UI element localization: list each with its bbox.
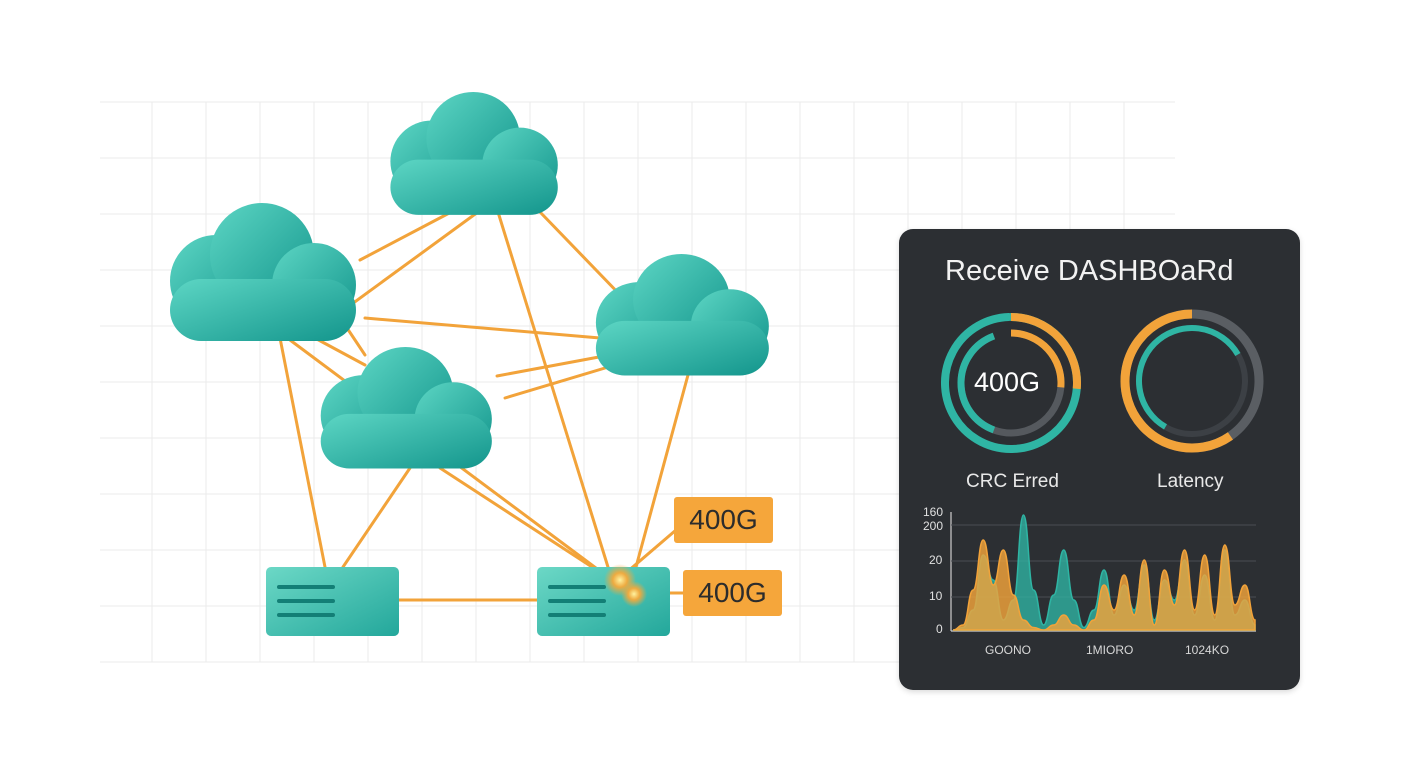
server-node [537, 567, 670, 636]
gauge-icon [941, 313, 1081, 453]
link-glow [621, 581, 647, 607]
server-node [266, 567, 399, 636]
bandwidth-tag: 400G [683, 570, 782, 616]
bandwidth-tag: 400G [674, 497, 773, 543]
receive-dashboard: Receive DASHBOaRd 400G CRC Erred Latency… [899, 229, 1300, 690]
cloud-node [170, 203, 356, 341]
gauge-value: 400G [974, 367, 1041, 397]
gauge-icon [1120, 309, 1264, 453]
cloud-node [390, 92, 558, 215]
y-tick-label: 10 [929, 589, 943, 603]
x-tick-label: 1MIORO [1086, 643, 1134, 657]
gauge-label: Latency [1157, 471, 1224, 492]
y-tick-label: 160 [923, 505, 944, 519]
dashboard-title: Receive DASHBOaRd [945, 255, 1234, 287]
y-tick-label: 0 [936, 622, 943, 636]
cloud-node [595, 254, 769, 376]
chart-series-area [952, 539, 1256, 631]
chart-axes [950, 512, 1256, 632]
receive-chart [952, 514, 1256, 631]
y-tick-label: 20 [929, 553, 943, 567]
y-tick-label: 200 [923, 519, 944, 533]
gauge-label: CRC Erred [966, 471, 1059, 492]
cloud-node [320, 347, 492, 469]
x-tick-label: GOONO [985, 643, 1032, 657]
x-tick-label: 1024KO [1185, 643, 1230, 657]
